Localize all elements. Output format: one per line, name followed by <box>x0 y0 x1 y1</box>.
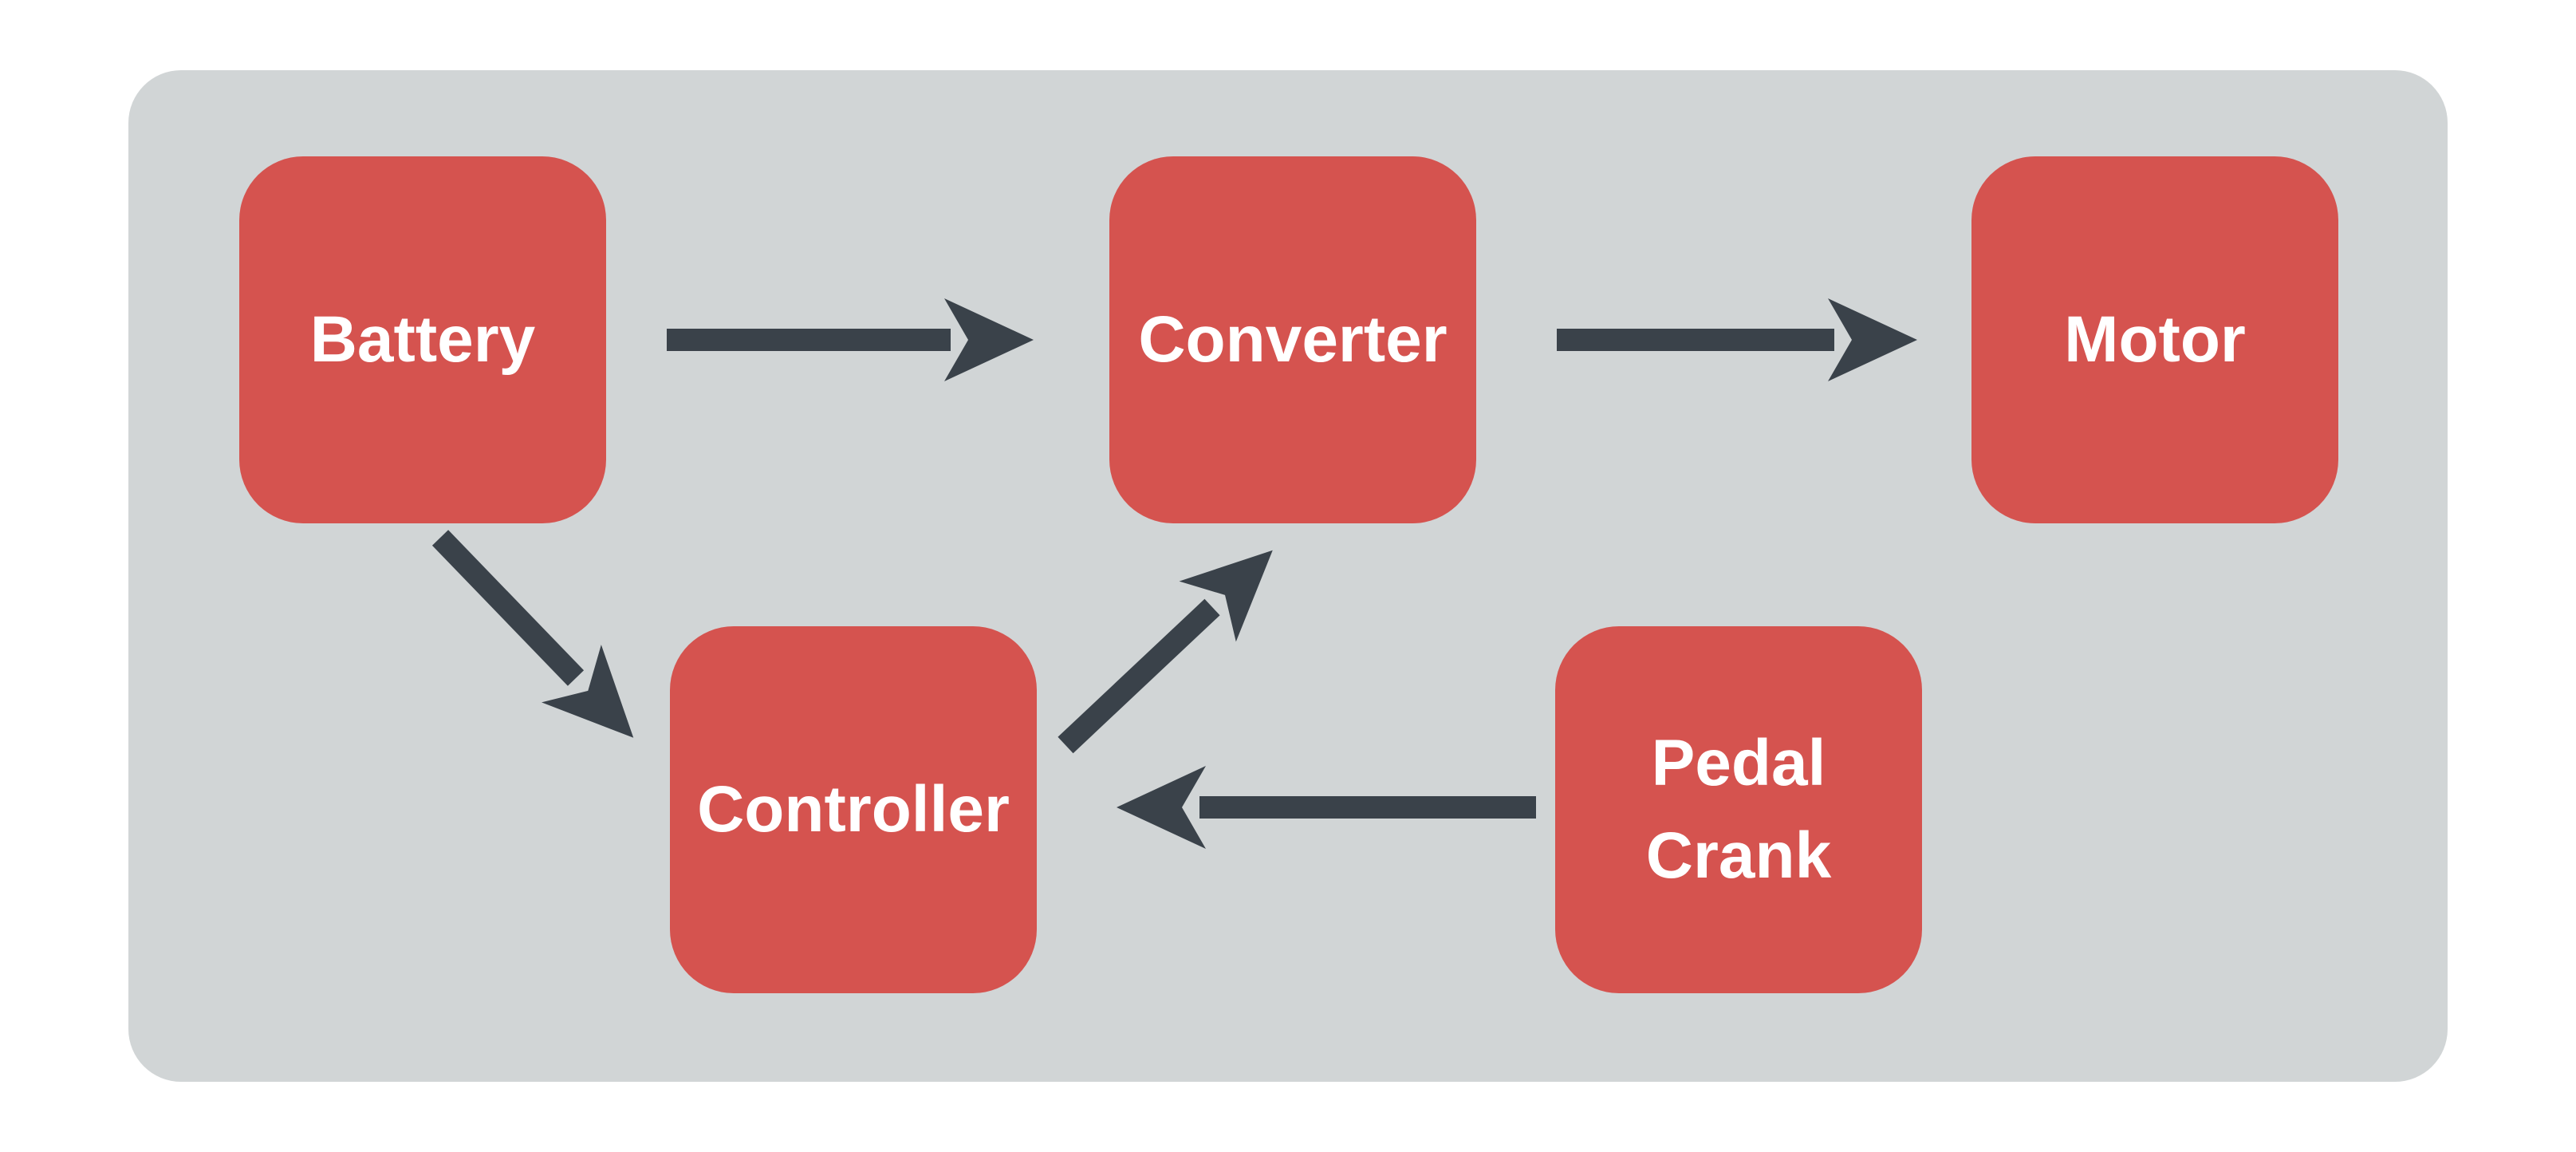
node-converter: Converter <box>1109 156 1476 523</box>
node-battery: Battery <box>239 156 606 523</box>
node-converter-label: Converter <box>1138 302 1448 376</box>
node-controller: Controller <box>670 626 1037 993</box>
node-motor: Motor <box>1971 156 2338 523</box>
edge-battery-to-controller <box>431 530 634 738</box>
node-motor-label: Motor <box>2064 302 2246 376</box>
edge-controller-to-converter <box>1058 550 1273 754</box>
node-pedal-crank-label: Pedal Crank <box>1645 726 1832 892</box>
node-battery-label: Battery <box>309 302 536 376</box>
node-controller-label: Controller <box>697 772 1010 846</box>
node-pedal-crank: Pedal Crank <box>1555 626 1922 993</box>
